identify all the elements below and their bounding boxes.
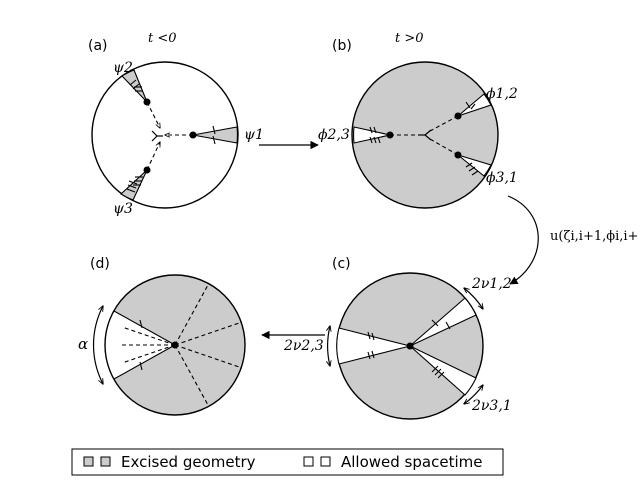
vertex-b-3 [454,151,462,159]
panel-a-time: t <0 [148,31,177,46]
arrow-a-3 [146,142,160,171]
wedge-nu23 [336,327,411,365]
label-nu31: 2ν3,1 [471,398,512,414]
dash-b-3 [429,138,459,156]
legend-excised-label: Excised geometry [121,453,256,471]
legend-swatch-excised-2 [100,456,111,467]
vertex-a-3 [143,166,151,174]
ticks-c [367,319,451,379]
arc-nu31 [464,385,483,404]
arrow-b-to-c [507,195,539,285]
vertex-b-2 [454,112,462,120]
vertex-a-1 [189,131,197,139]
panel-b-label: (b) [332,38,352,54]
panel-a-label: (a) [88,38,108,54]
ticks-a [126,79,216,193]
panel-a: (a) t <0 ψ1 ψ2 ψ3 [88,31,264,217]
label-phi12: ϕ1,2 [486,86,518,102]
legend: Excised geometry Allowed spacetime [71,448,504,476]
label-nu23: 2ν2,3 [283,338,324,354]
wedge-psi1 [192,126,238,144]
wedge-psi2 [121,69,148,103]
legend-swatch-excised-1 [83,456,94,467]
vertex-d [171,341,179,349]
dash-b-2 [429,115,459,132]
wedge-phi31 [457,154,492,177]
label-phi31: ϕ3,1 [486,170,518,186]
wedge-alpha [104,310,177,380]
panel-d-label: (d) [90,256,110,272]
transition-label: u(ζi,i+1,ϕi,i+1) [550,229,640,244]
panel-c: (c) 2ν1,2 2ν2,3 2ν3,1 [283,256,512,420]
label-psi3: ψ3 [113,201,133,217]
legend-swatch-allowed-1 [303,456,314,467]
wedge-phi23 [353,126,391,144]
panel-b-time: t >0 [395,31,424,46]
vertex-c [406,342,414,350]
label-psi1: ψ1 [244,127,264,143]
ticks-d [139,319,143,371]
legend-allowed-label: Allowed spacetime [341,453,482,471]
dashes-d [120,284,243,406]
label-phi23: ϕ2,3 [318,127,350,143]
label-alpha: α [78,335,88,353]
arc-alpha [93,306,103,384]
label-nu12: 2ν1,2 [471,276,512,292]
vertex-b-1 [386,131,394,139]
label-psi2: ψ2 [113,60,133,76]
vertex-a-2 [143,98,151,106]
panel-c-label: (c) [332,256,351,272]
arc-nu12 [464,288,483,309]
junction-b [418,129,432,141]
legend-box [71,448,504,476]
panel-b: (b) t >0 ϕ1,2 ϕ2,3 ϕ3,1 [318,31,518,209]
junction-a [151,130,163,142]
ticks-b [369,101,479,176]
arrow-a-2 [146,101,160,128]
arc-nu23 [328,326,330,366]
panel-d: (d) α [78,256,246,416]
legend-swatch-allowed-2 [320,456,331,467]
